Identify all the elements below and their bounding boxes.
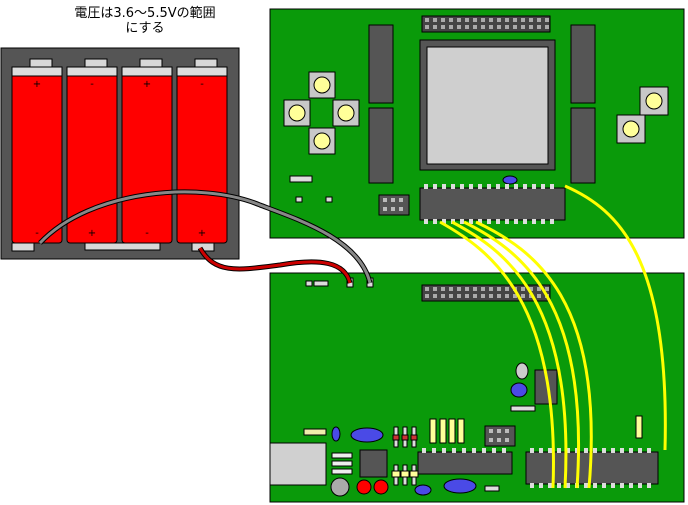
ic-chip	[570, 107, 596, 184]
ic-chip	[570, 24, 596, 104]
ic-chip	[368, 24, 394, 104]
top-pin-header	[421, 15, 551, 33]
dpad-buttons	[283, 71, 360, 155]
crystal	[331, 452, 353, 475]
buzzer	[330, 477, 350, 497]
transistor	[515, 362, 529, 380]
battery-cell: - +	[176, 66, 228, 244]
resistor-array	[392, 418, 465, 448]
capacitor	[443, 478, 477, 494]
svg-text:-: -	[145, 228, 149, 239]
led-red	[356, 479, 372, 495]
wire-yellow-bundle	[439, 184, 667, 489]
svg-text:-: -	[90, 79, 94, 90]
bottom-pcb	[269, 272, 685, 503]
svg-text:-: -	[35, 228, 39, 239]
svg-text:+: +	[88, 228, 96, 239]
svg-text:+: +	[33, 79, 41, 90]
voltage-note: 電圧は3.6～5.5Vの範囲 にする	[40, 6, 250, 36]
svg-text:+: +	[198, 228, 206, 239]
battery-cell: + -	[121, 66, 173, 244]
capacitor	[350, 427, 384, 443]
ic-chip	[359, 449, 388, 478]
dip-ic-bottom-small	[417, 448, 513, 475]
resistor	[313, 280, 329, 287]
jumper-block	[484, 425, 516, 447]
ic-chip	[368, 107, 394, 184]
battery-cell: + -	[11, 66, 63, 244]
jumper-block	[378, 194, 410, 216]
usb-connector	[269, 442, 327, 486]
diode	[303, 428, 327, 436]
dip-ic-bottom-large	[525, 448, 659, 488]
capacitor	[510, 382, 528, 398]
top-pcb	[269, 8, 685, 239]
resistor	[289, 175, 313, 183]
svg-text:-: -	[200, 79, 204, 90]
voltage-note-line1: 電圧は3.6～5.5Vの範囲	[74, 6, 216, 21]
voltage-note-line2: にする	[125, 21, 165, 36]
wires	[38, 184, 667, 489]
action-buttons	[616, 86, 669, 144]
battery-pack: + - - + + - - +	[0, 47, 240, 260]
led-red	[373, 479, 389, 495]
svg-text:+: +	[143, 79, 151, 90]
dip-ic-top	[419, 184, 566, 224]
resistor	[635, 415, 643, 439]
capacitor	[502, 175, 518, 185]
battery-cell: - +	[66, 66, 118, 244]
